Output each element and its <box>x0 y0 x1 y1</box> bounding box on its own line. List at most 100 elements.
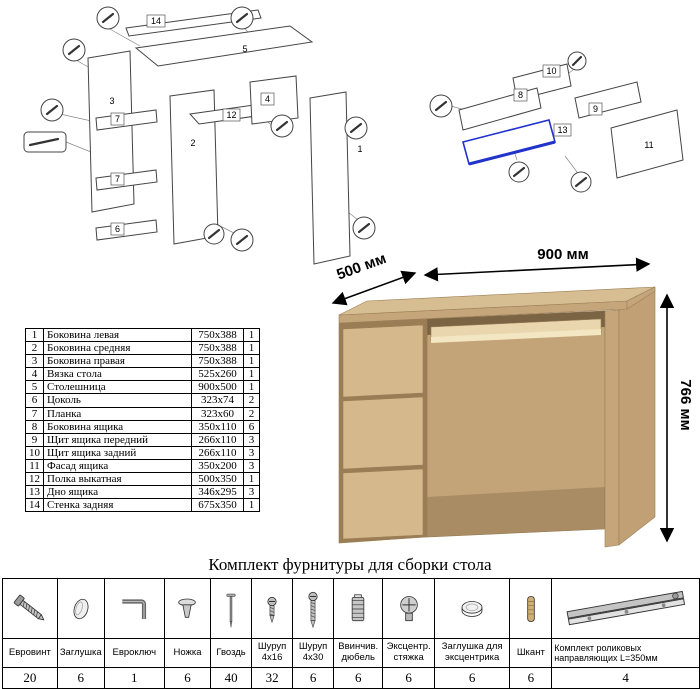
part-name: Цоколь <box>43 393 192 408</box>
part-num: 7 <box>25 406 44 421</box>
part-label-4: 4 <box>265 94 270 104</box>
hardware-item-name: Евровинт <box>2 638 58 668</box>
part-num: 9 <box>25 432 44 447</box>
hardware-item-qty: 1 <box>103 667 165 689</box>
part-label-13: 13 <box>557 125 567 135</box>
part-name: Планка <box>43 406 192 421</box>
part-label-11: 11 <box>644 140 653 150</box>
part-size: 525x260 <box>191 367 244 382</box>
part-size: 750x388 <box>191 341 244 356</box>
cap-icon <box>56 578 105 639</box>
hardware-item-qty: 6 <box>382 667 435 689</box>
nail-icon <box>210 578 253 639</box>
part-num: 6 <box>25 393 44 408</box>
part-name: Фасад ящика <box>43 458 192 474</box>
width-dimension-label: 900 мм <box>537 246 588 263</box>
desk-assembly-exploded-diagram: 14 5 3 7 7 6 2 12 4 1 <box>23 6 376 265</box>
part-name: Стенка задняя <box>43 498 192 513</box>
drawer-assembly-exploded-diagram: 10 8 13 9 11 <box>429 51 684 193</box>
part-name: Дно ящика <box>43 485 192 500</box>
hardware-item-name: Гвоздь <box>210 638 253 668</box>
part-name: Боковина ящика <box>43 419 192 434</box>
hardware-item-name: Заглушка для эксцентрика <box>433 638 511 668</box>
part-qty: 3 <box>243 445 260 460</box>
part-qty: 1 <box>243 341 260 356</box>
part-label-7b: 7 <box>115 174 120 184</box>
part-size: 500x350 <box>191 472 244 487</box>
part-name: Щит ящика задний <box>43 445 192 460</box>
hardware-icons-row <box>2 578 700 639</box>
hardware-title: Комплект фурнитуры для сборки стола <box>208 555 492 574</box>
depth-dimension-arrow <box>331 270 417 306</box>
part-num: 3 <box>25 354 44 369</box>
right-panel-front <box>604 309 620 548</box>
drawer-front-1 <box>342 324 424 398</box>
part-size: 266x110 <box>191 432 244 447</box>
part-label-1: 1 <box>357 144 362 154</box>
width-dimension-arrow <box>423 257 651 282</box>
hardware-item-qty: 6 <box>163 667 212 689</box>
part-qty: 3 <box>243 458 260 474</box>
part-size: 266x110 <box>191 445 244 460</box>
depth-dimension-label: 500 мм <box>334 250 388 284</box>
hardware-item-name: Шуруп 4x30 <box>292 638 335 668</box>
highlight-line <box>468 140 556 166</box>
part-size: 323x60 <box>191 406 244 421</box>
part-size: 750x388 <box>191 327 244 343</box>
threaded-dowel-icon <box>333 578 384 639</box>
rail-icon <box>551 578 700 639</box>
eccentric-cam-icon <box>382 578 435 639</box>
part-num: 2 <box>25 341 44 356</box>
part-name: Щит ящика передний <box>43 432 192 447</box>
hardware-item-name: Ввинчив. дюбель <box>333 638 384 668</box>
part-num: 14 <box>25 498 44 513</box>
hardware-item-name: Комплект роликовых направляющих L=350мм <box>551 638 700 668</box>
part-size: 346x295 <box>191 485 244 500</box>
keyboard-tray-edge <box>431 329 601 343</box>
part-name: Вязка стола <box>43 367 192 382</box>
hardware-item-qty: 6 <box>433 667 511 689</box>
desktop-right-edge <box>626 286 656 310</box>
hardware-item-name: Заглушка <box>56 638 105 668</box>
hardware-item-name: Ножка <box>163 638 212 668</box>
hardware-item-qty: 6 <box>509 667 553 689</box>
drawer-front-3 <box>342 468 424 540</box>
part-qty: 2 <box>243 393 260 408</box>
part-qty: 1 <box>243 354 260 369</box>
part-num: 8 <box>25 419 44 434</box>
part-size: 350x110 <box>191 419 244 434</box>
part-qty: 3 <box>243 485 260 500</box>
hardware-item-name: Евроключ <box>103 638 165 668</box>
part-qty: 1 <box>243 472 260 487</box>
part-name: Столешница <box>43 380 192 395</box>
part-num: 5 <box>25 380 44 395</box>
part-label-8: 8 <box>518 90 523 100</box>
right-panel-side <box>618 288 656 546</box>
part-label-14: 14 <box>151 16 161 26</box>
part-label-5: 5 <box>242 44 247 54</box>
part-label-2: 2 <box>190 138 195 148</box>
drawer-front-2 <box>342 396 424 470</box>
hardware-item-qty: 6 <box>292 667 335 689</box>
part-label-7a: 7 <box>115 114 120 124</box>
hardware-item-qty: 6 <box>333 667 384 689</box>
hardware-item-name: Эксцентр. стяжка <box>382 638 435 668</box>
part-qty: 6 <box>243 419 260 434</box>
part-qty: 2 <box>243 406 260 421</box>
leg-icon <box>163 578 212 639</box>
height-dimension-label: 766 мм <box>677 379 694 430</box>
part-qty: 1 <box>243 367 260 382</box>
part-num: 10 <box>25 445 44 460</box>
